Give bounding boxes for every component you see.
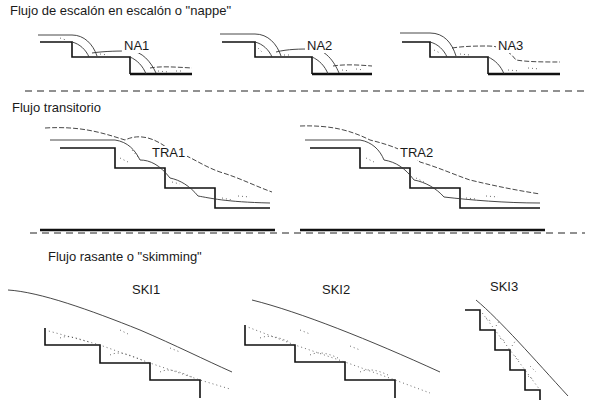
nappe-flow-figure-stroke xyxy=(312,73,372,75)
nappe-flow-figure-stroke xyxy=(130,57,146,74)
nappe-flow-figure-stroke xyxy=(488,57,504,74)
nappe-flow-figure-stroke xyxy=(430,42,447,57)
nappe-flow-figure-stroke xyxy=(38,35,97,56)
nappe-flow-figure-stroke xyxy=(402,42,488,74)
skimming-flow-figure-stroke xyxy=(260,330,390,376)
nappe-flow-figure xyxy=(400,33,560,74)
regime-tag: SKI2 xyxy=(320,283,352,297)
nappe-flow-figure-stroke xyxy=(400,33,456,56)
nappe-flow-figure-stroke xyxy=(130,73,192,75)
skimming-flow-figure-stroke xyxy=(486,318,536,380)
transition-flow-figure-stroke xyxy=(50,140,270,203)
regime-tag: SKI3 xyxy=(488,280,520,294)
skimming-flow-figure-stroke xyxy=(480,310,540,390)
regime-tag: TRA2 xyxy=(398,146,435,160)
section-heading: Flujo transitorio xyxy=(10,101,103,115)
skimming-flow-figure-stroke xyxy=(245,326,430,393)
transition-flow-figure-stroke xyxy=(300,229,545,231)
regime-tag: NA3 xyxy=(496,39,525,53)
transition-flow-figure xyxy=(40,128,275,230)
regime-tag: NA1 xyxy=(122,39,151,53)
skimming-flow-figure xyxy=(8,290,232,398)
transition-flow-figure-stroke xyxy=(45,128,272,192)
regime-tag: NA2 xyxy=(305,39,334,53)
row-separator-stroke xyxy=(25,91,585,92)
skimming-flow-figure-stroke xyxy=(45,330,230,389)
nappe-flow-figure-stroke xyxy=(150,67,192,68)
nappe-flow-figure xyxy=(38,35,192,74)
regime-tag: SKI1 xyxy=(130,283,162,297)
skimming-flow-figure-stroke xyxy=(60,330,192,377)
section-heading: Flujo de escalón en escalón o "nappe" xyxy=(8,4,233,18)
row-separator xyxy=(25,91,585,233)
row-separator-stroke xyxy=(30,233,585,234)
nappe-flow-figure-stroke xyxy=(92,51,156,73)
nappe-flow-figure-stroke xyxy=(255,42,272,57)
skimming-flow-figure-stroke xyxy=(245,325,395,398)
skimming-flow-figure xyxy=(465,300,568,400)
transition-flow-figure-stroke xyxy=(366,158,498,199)
transition-flow-figure-stroke xyxy=(40,229,275,231)
regime-tag: TRA1 xyxy=(150,146,187,160)
nappe-flow-figure-stroke xyxy=(312,57,328,74)
skimming-flow-figure xyxy=(245,300,440,398)
skimming-flow-figure-stroke xyxy=(8,290,232,372)
skimming-flow-figure-stroke xyxy=(252,300,440,372)
nappe-flow-figure-stroke xyxy=(60,38,184,72)
nappe-flow-figure-stroke xyxy=(220,34,281,56)
skimming-flow-figure-stroke xyxy=(476,300,568,396)
nappe-flow-figure xyxy=(220,34,372,74)
skimming-flow-figure-stroke xyxy=(45,328,200,398)
transition-flow-figure xyxy=(300,126,545,230)
nappe-flow-figure-stroke xyxy=(333,65,372,66)
nappe-flow-figure-stroke xyxy=(222,42,312,74)
nappe-flow-figure-stroke xyxy=(40,42,130,74)
nappe-flow-figure-stroke xyxy=(72,42,89,57)
nappe-flow-figure-stroke xyxy=(488,73,560,75)
section-heading: Flujo rasante o "skimming" xyxy=(46,250,204,264)
skimming-flow-figure-stroke xyxy=(465,310,540,400)
transition-flow-figure-stroke xyxy=(300,126,540,194)
transition-flow-figure-stroke xyxy=(305,140,540,203)
